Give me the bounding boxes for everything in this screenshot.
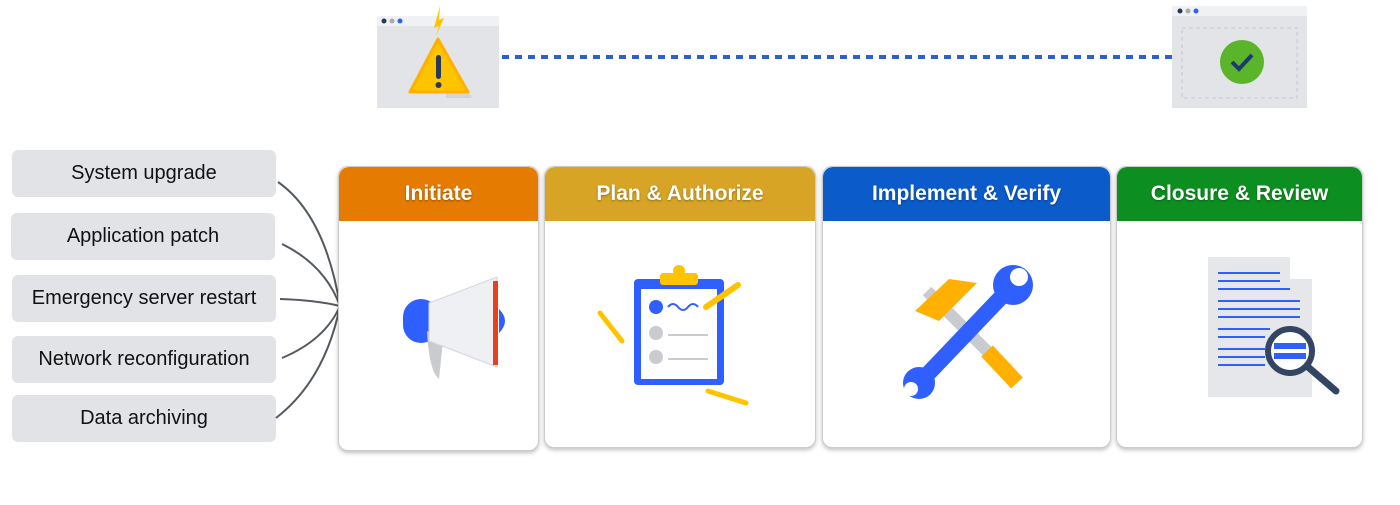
success-window-icon <box>1172 6 1307 108</box>
timeline <box>377 6 1307 108</box>
warning-window-icon <box>377 6 499 108</box>
trigger-application-patch: Application patch <box>11 213 275 260</box>
stage-plan-authorize: Plan & Authorize <box>544 166 816 448</box>
trigger-emergency-server-restart: Emergency server restart <box>12 275 276 322</box>
stage-header: Initiate <box>339 167 538 221</box>
megaphone-icon <box>402 276 505 379</box>
stage-initiate: Initiate <box>338 166 539 451</box>
document-search-icon <box>1207 257 1339 397</box>
stage-header: Plan & Authorize <box>545 167 815 221</box>
trigger-network-reconfiguration: Network reconfiguration <box>12 336 276 383</box>
stage-header: Closure & Review <box>1117 167 1362 221</box>
clipboard-icon <box>597 265 749 406</box>
stage-closure-review: Closure & Review <box>1116 166 1363 448</box>
trigger-system-upgrade: System upgrade <box>12 150 276 197</box>
stage-implement-verify: Implement & Verify <box>822 166 1111 448</box>
stage-header: Implement & Verify <box>823 167 1110 221</box>
tools-icon <box>902 265 1033 399</box>
converging-lines <box>275 181 341 419</box>
trigger-data-archiving: Data archiving <box>12 395 276 442</box>
